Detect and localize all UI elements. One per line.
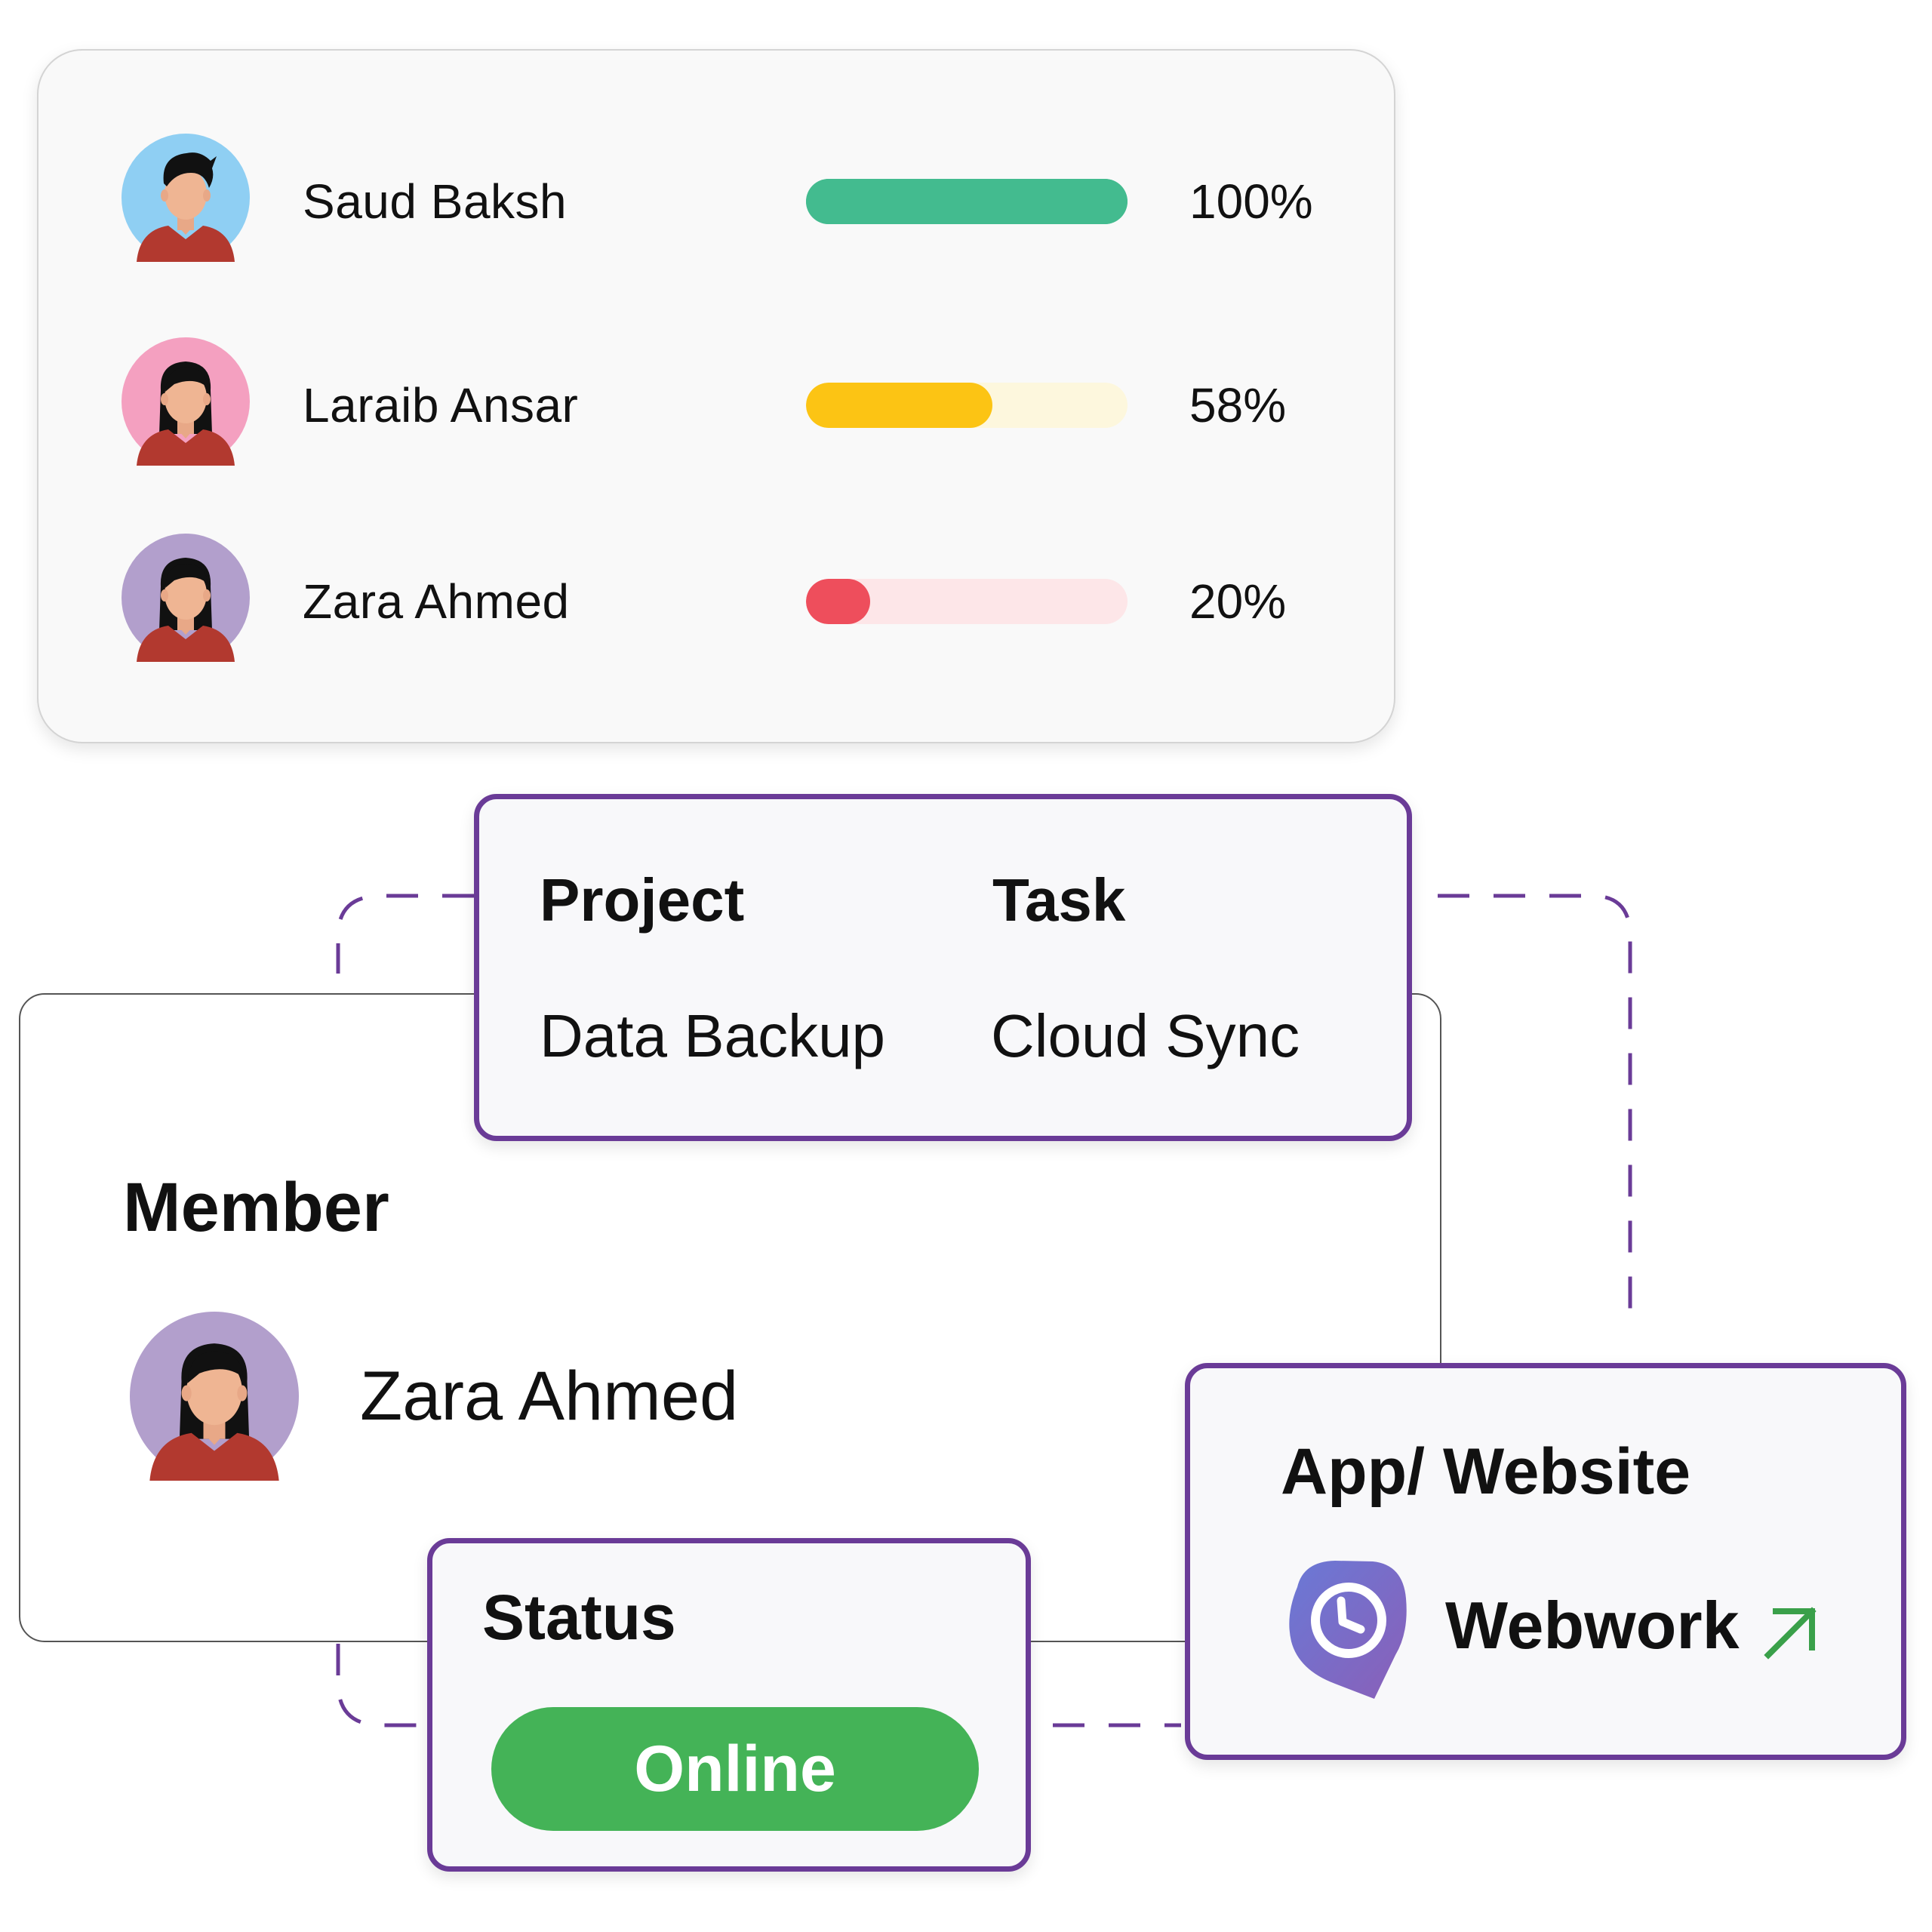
member-name: Zara Ahmed xyxy=(303,574,570,629)
female-avatar xyxy=(122,534,250,662)
progress-track xyxy=(806,179,1128,224)
member-name: Saud Baksh xyxy=(303,174,568,229)
project-task-card[interactable]: Project Task Data Backup Cloud Sync xyxy=(474,794,1412,1141)
app-website-card: App/ Website Webwork xyxy=(1185,1363,1906,1760)
connector-member-status xyxy=(336,1644,427,1727)
progress-row[interactable]: Saud Baksh 100% xyxy=(38,134,1394,269)
progress-track xyxy=(806,579,1128,624)
progress-track xyxy=(806,383,1128,428)
status-badge[interactable]: Online xyxy=(491,1707,979,1831)
webwork-clock-pin-icon xyxy=(1289,1561,1407,1699)
app-name: Webwork xyxy=(1445,1588,1740,1663)
progress-percent: 58% xyxy=(1189,378,1287,432)
project-label: Project xyxy=(540,866,745,934)
progress-fill xyxy=(806,383,993,428)
progress-row[interactable]: Zara Ahmed 20% xyxy=(38,534,1394,669)
task-value: Cloud Sync xyxy=(991,1002,1300,1069)
app-card-title: App/ Website xyxy=(1281,1435,1691,1508)
progress-row[interactable]: Laraib Ansar 58% xyxy=(38,337,1394,473)
male-avatar xyxy=(122,134,250,262)
connector-project-right xyxy=(1438,894,1632,1328)
progress-fill xyxy=(806,579,871,624)
progress-percent: 20% xyxy=(1189,574,1287,629)
external-link-arrow-icon[interactable] xyxy=(1761,1602,1821,1663)
connector-project-left xyxy=(336,894,474,974)
member-name: Zara Ahmed xyxy=(360,1358,739,1435)
female-avatar xyxy=(130,1312,299,1481)
status-card-title: Status xyxy=(482,1582,676,1653)
status-card: Status Online xyxy=(427,1538,1031,1872)
member-name: Laraib Ansar xyxy=(303,378,579,432)
female-avatar xyxy=(122,337,250,466)
member-card-title: Member xyxy=(123,1169,389,1246)
team-progress-card: Saud Baksh 100% Laraib Ansar 58% xyxy=(37,49,1395,743)
progress-percent: 100% xyxy=(1189,174,1313,229)
progress-fill xyxy=(806,179,1128,224)
project-value: Data Backup xyxy=(540,1002,886,1069)
task-label: Task xyxy=(992,866,1126,934)
